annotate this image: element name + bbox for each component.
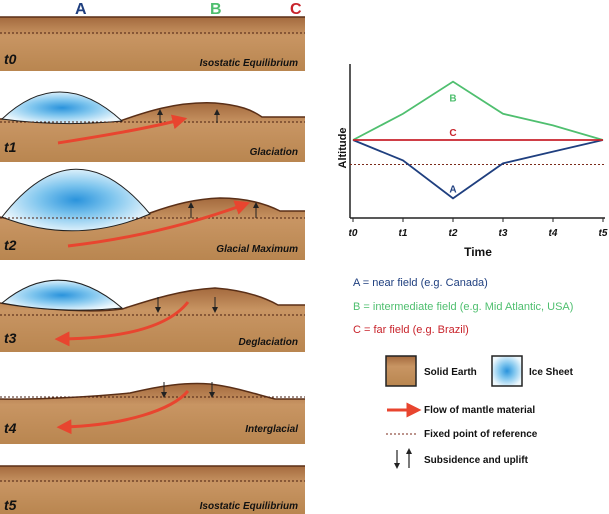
- legend-b: B = intermediate field (e.g. Mid Atlanti…: [353, 301, 573, 313]
- series-label-c: C: [449, 128, 456, 139]
- panel-t3: t3 Deglaciation: [0, 279, 305, 352]
- x-tick-label: t5: [599, 228, 608, 239]
- subsidence-legend: Subsidence and uplift: [424, 455, 529, 466]
- solid-earth: [0, 288, 305, 352]
- panel-stage-label: Glaciation: [250, 147, 298, 158]
- column-a-label: A: [75, 1, 87, 18]
- panel-time-label: t5: [4, 497, 17, 513]
- solid-earth-swatch: [385, 355, 417, 387]
- reference-legend: Fixed point of reference: [424, 429, 538, 440]
- panel-t2: t2 Glacial Maximum: [0, 168, 305, 260]
- panel-t0: t0 Isostatic Equilibrium: [0, 16, 305, 71]
- solid-earth: [0, 102, 305, 162]
- series-layer: A B C: [352, 80, 604, 200]
- legend-c: C = far field (e.g. Brazil): [353, 324, 469, 336]
- panel-stage-label: Glacial Maximum: [216, 244, 298, 255]
- mantle-flow-arrow: [67, 200, 251, 248]
- altitude-time-chart: Altitude Time A B C t0 t1 t2 t3 t4 t5: [337, 64, 608, 259]
- solid-earth: [0, 17, 305, 71]
- series-line-b: [352, 80, 604, 141]
- ice-sheet-legend: Ice Sheet: [529, 367, 574, 378]
- x-axis-label: Time: [464, 245, 492, 259]
- panel-stage-label: Isostatic Equilibrium: [200, 58, 298, 69]
- panel-time-label: t2: [4, 237, 17, 253]
- solid-earth: [0, 466, 305, 514]
- panel-stage-label: Deglaciation: [239, 337, 298, 348]
- panel-stage-label: Isostatic Equilibrium: [200, 501, 298, 512]
- series-label-a: A: [449, 184, 456, 195]
- x-tick-label: t0: [349, 228, 358, 239]
- series-label-b: B: [449, 94, 456, 105]
- panel-time-label: t0: [4, 51, 17, 67]
- x-tick-label: t3: [499, 228, 508, 239]
- column-b-label: B: [210, 1, 222, 18]
- solid-earth-legend: Solid Earth: [424, 367, 477, 378]
- flow-legend: Flow of mantle material: [424, 405, 535, 416]
- panel-time-label: t1: [4, 139, 17, 155]
- ice-sheet: [0, 279, 124, 311]
- ice-sheet: [0, 91, 124, 125]
- legend-a: A = near field (e.g. Canada): [353, 277, 488, 289]
- mantle-flow-arrow: [57, 114, 188, 145]
- ice-sheet-swatch: [491, 355, 523, 387]
- panel-t1: t1 Glaciation: [0, 91, 305, 162]
- panel-t5: t5 Isostatic Equilibrium: [0, 465, 305, 514]
- y-axis-label: Altitude: [337, 128, 349, 169]
- tick-layer: t0 t1 t2 t3 t4 t5: [349, 218, 608, 239]
- x-tick-label: t4: [549, 228, 558, 239]
- column-c-label: C: [290, 1, 302, 18]
- panel-stage-label: Interglacial: [245, 424, 298, 435]
- x-tick-label: t1: [399, 228, 408, 239]
- mantle-flow-arrow: [56, 389, 190, 435]
- series-line-a: [352, 139, 604, 200]
- x-tick-label: t2: [449, 228, 458, 239]
- ice-sheet: [1, 168, 151, 232]
- panel-time-label: t4: [4, 420, 17, 436]
- panel-time-label: t3: [4, 330, 17, 346]
- mantle-flow-arrow: [54, 301, 190, 347]
- panel-t4: t4 Interglacial: [0, 382, 305, 444]
